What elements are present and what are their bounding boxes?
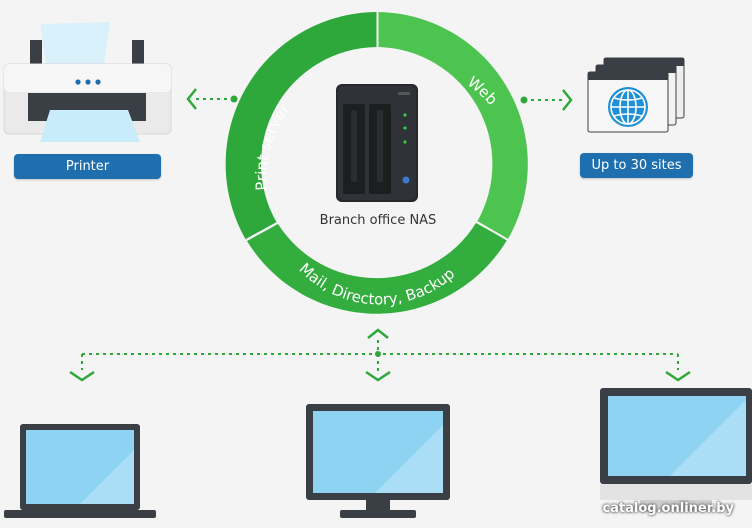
nas-device-icon	[336, 84, 418, 202]
watermark: catalog.onliner.by	[602, 501, 734, 516]
chevron-down-icon	[365, 370, 391, 382]
nas-caption: Branch office NAS	[319, 213, 437, 228]
printer-label: Printer	[14, 154, 161, 179]
monitor-icon	[306, 404, 450, 518]
chevron-down-icon	[665, 370, 691, 382]
globe-icon	[587, 57, 685, 133]
chevron-up-icon	[367, 328, 389, 339]
ring-segment-print-server	[225, 12, 377, 240]
sites-connector	[520, 89, 573, 111]
laptop-icon	[4, 424, 156, 518]
ring-segment-mail-directory-backup	[247, 223, 507, 314]
chevron-right-icon	[562, 89, 573, 111]
printer-connector	[186, 88, 238, 110]
sites-label: Up to 30 sites	[580, 153, 693, 178]
all-in-one-icon	[600, 388, 752, 512]
service-ring: Print server Web Mail, Directory, Backup	[225, 12, 528, 314]
chevron-down-icon	[69, 370, 95, 382]
chevron-left-icon	[186, 88, 197, 110]
printer-icon	[3, 22, 172, 142]
client-connectors	[69, 328, 691, 382]
ring-segment-web	[378, 12, 528, 239]
